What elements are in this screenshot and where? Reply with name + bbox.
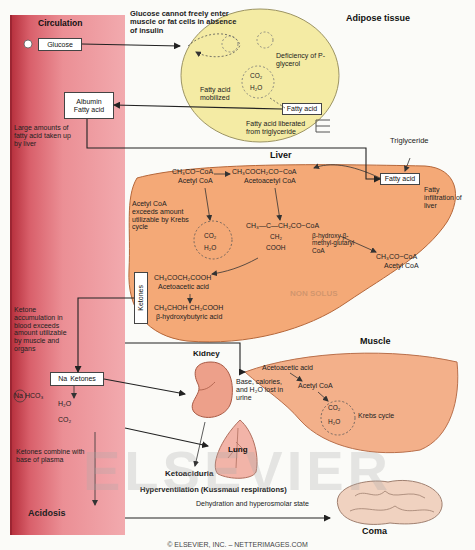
organ-detail [199, 382, 215, 390]
annotation-text: Deficiency of P-glycerol [276, 52, 328, 68]
glucose-molecule [24, 40, 32, 48]
annotation-text: Fatty acid liberated from triglyceride [246, 120, 310, 136]
annotation-text: COOH [266, 244, 296, 251]
box-label: Fatty acid [287, 105, 317, 112]
metabolite-box: NaKetones [50, 372, 104, 386]
annotation-text: CH₃CO~CoA [172, 168, 232, 176]
annotation-text: Acetyl CoA [384, 262, 434, 270]
annotation-text: β-hydroxybutyric acid [156, 313, 246, 321]
annotation-text: CH₂ [270, 233, 290, 240]
annotation-text: CO₂ [58, 416, 83, 424]
annotation-text: Acetoacetic acid [158, 283, 228, 291]
annotation-text: Acetoacetic acid [262, 364, 332, 372]
annotation-text: H₂O [328, 418, 348, 425]
organ-label: Adipose tissue [346, 14, 426, 24]
annotation-text: Triglyceride [390, 137, 450, 145]
organ-outline [129, 165, 456, 342]
cell-outline [181, 9, 339, 142]
box-label: Ketones [137, 285, 144, 311]
annotation-text: CO₂ [328, 404, 348, 411]
box-label: Na [58, 375, 67, 382]
box-label: Glucose [47, 41, 73, 48]
triglyceride-symbol [316, 120, 330, 132]
box-label: Fatty acid [385, 175, 415, 182]
annotation-text: CO₂ [250, 72, 270, 79]
organ-label: Muscle [360, 337, 410, 347]
annotation-text: Acetyl CoA [178, 177, 228, 185]
annotation-text: CH₃CHOH CH₂COOH [154, 304, 244, 312]
reaction-arrow [74, 386, 75, 398]
annotation-text: H₂O [58, 400, 83, 408]
box-label: Ketones [70, 375, 96, 382]
organ-label: Circulation [38, 19, 108, 28]
annotation-text: Fatty acid mobilized [200, 86, 244, 102]
annotation-text: Na HCO₃ [14, 392, 54, 400]
box-label: Fatty acid [74, 106, 104, 113]
annotation-text: Acetoacetyl CoA [244, 177, 314, 185]
flow-connector [125, 343, 245, 372]
annotation-text: CH₃COCH₂CO~CoA [232, 168, 312, 176]
annotation-text: β-hydroxy β-methyl-glutaryl CoA [312, 232, 367, 254]
watermark: NON SOLUS [290, 290, 350, 299]
organ-label: Coma [362, 527, 412, 537]
kidney-organ-outline [185, 360, 235, 422]
annotation-text: Large amounts of fatty acid taken up by … [14, 124, 76, 147]
annotation-text: Glucose cannot freely enter muscle or fa… [130, 10, 238, 35]
box-label: Albumin [76, 98, 101, 105]
organ-label: Kidney [193, 350, 233, 359]
reaction-arrow [214, 174, 230, 175]
flow-connector [125, 517, 330, 518]
watermark: ELSEVIER [20, 440, 455, 503]
annotation-text: CH₃—C—CH₂CO~CoA [246, 222, 341, 230]
annotation-text: Acetyl CoA exceeds amount utilizable by … [132, 200, 190, 231]
organ-outline [245, 353, 458, 453]
organ-outline [192, 362, 232, 417]
metabolite-box: Glucose [38, 38, 82, 51]
annotation-text: Base, calories, and H₂O lost in urine [236, 378, 284, 401]
annotation-text: H₂O [250, 84, 270, 91]
kidney-organ: Kidney [185, 360, 235, 422]
metabolite-box: Fatty acid [380, 173, 420, 185]
annotation-text: Acidosis [28, 508, 88, 518]
metabolite-box: Fatty acid [282, 103, 322, 115]
reaction-arrow [190, 294, 191, 303]
ketones-box: Ketones [134, 272, 148, 324]
annotation-text: Ketone accumulation in blood exceeds amo… [14, 306, 74, 353]
annotation-text: CH₃COCH₂COOH [154, 274, 234, 282]
annotation-text: CH₃CO~CoA [376, 253, 441, 261]
metabolite-box: AlbuminFatty acid [64, 92, 114, 119]
copyright-notice: © ELSEVIER, INC. – NETTERIMAGES.COM [0, 541, 475, 549]
annotation-text: CO₂ [204, 232, 224, 239]
annotation-text: H₂O [204, 244, 224, 251]
annotation-text: Fatty infiltration of liver [424, 186, 470, 209]
annotation-text: Acetyl CoA [298, 382, 348, 390]
organ-label: Liver [270, 151, 310, 161]
annotation-text: Ketones combine with base of plasma [16, 448, 86, 464]
annotation-text: Krebs cycle [358, 412, 398, 420]
